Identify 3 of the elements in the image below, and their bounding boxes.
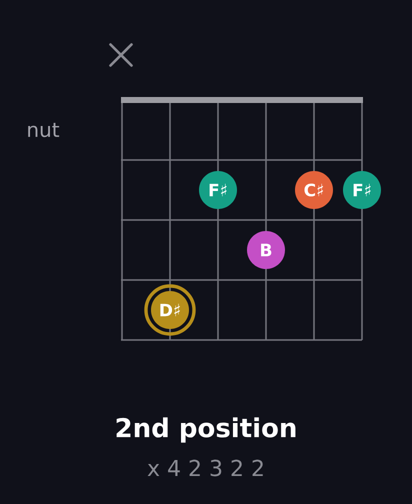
fingering-label: x 4 2 3 2 2 (148, 460, 263, 476)
title: 2nd position (116, 417, 296, 443)
nut-label: nut (28, 122, 60, 138)
